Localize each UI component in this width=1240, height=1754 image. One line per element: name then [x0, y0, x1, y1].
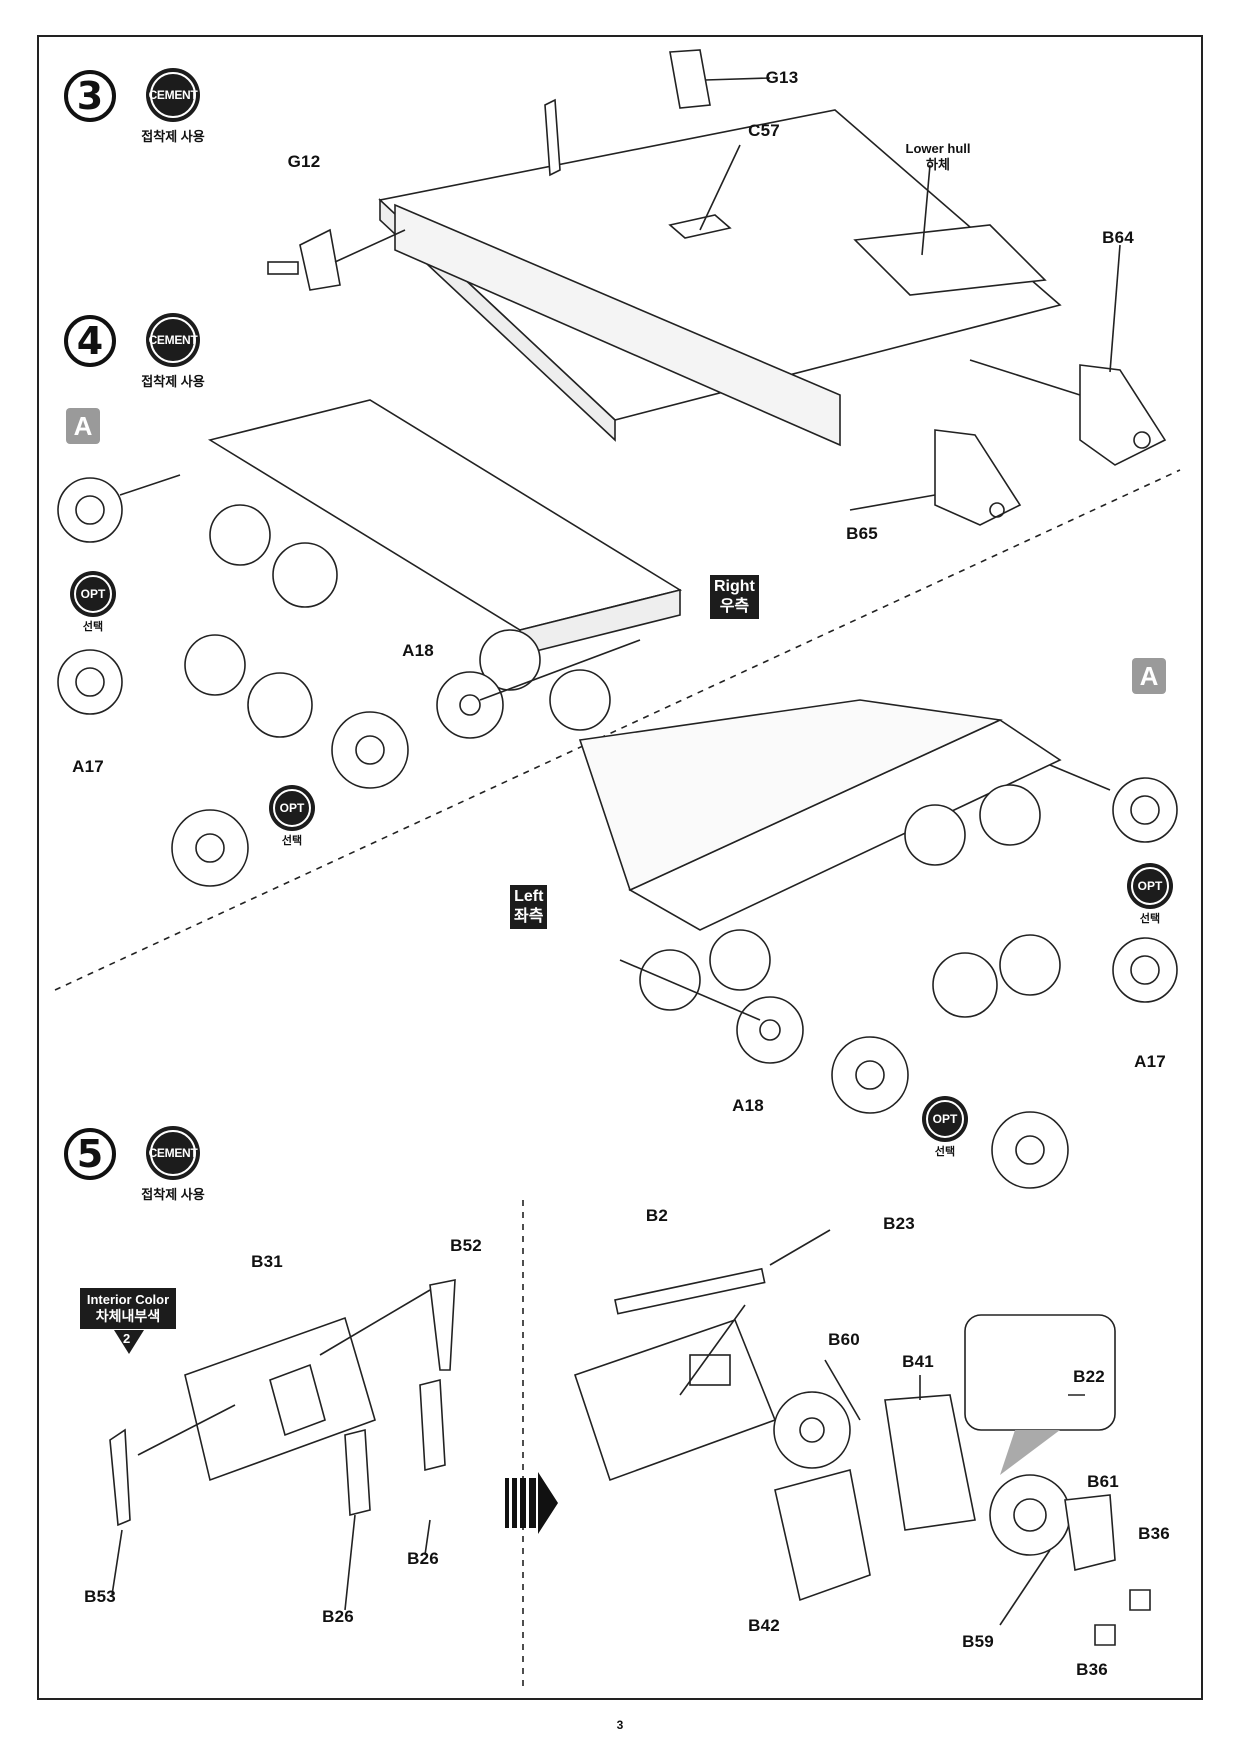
part-label-b59: B59 [962, 1632, 994, 1651]
part-label-g12: G12 [287, 152, 321, 171]
interior-color-number: 2 [123, 1331, 131, 1346]
part-label-c57: C57 [748, 121, 780, 140]
lower-hull-label: Lower hull 하체 [906, 141, 971, 173]
part-label-b36-b: B36 [1076, 1660, 1108, 1679]
opt-label-3: 선택 [1139, 913, 1161, 925]
part-label-b36-a: B36 [1138, 1524, 1170, 1543]
part-label-b26-a: B26 [407, 1549, 439, 1568]
right-side-ko: 우측 [719, 598, 750, 615]
part-label-b31: B31 [251, 1252, 283, 1271]
part-label-a17-top: A17 [72, 757, 104, 776]
part-label-a18-bottom: A18 [732, 1096, 764, 1115]
lower-hull-en: Lower hull [905, 141, 971, 156]
page-number: 3 [616, 1718, 624, 1732]
right-side-label: Right 우측 [710, 575, 759, 619]
interior-color-note: Interior Color 차체내부색 [80, 1288, 176, 1329]
part-label-b22: B22 [1073, 1367, 1105, 1386]
left-side-en: Left [514, 888, 544, 905]
page-frame [37, 35, 1203, 1700]
part-label-b61: B61 [1087, 1472, 1119, 1491]
step-4-badge: 4 [64, 315, 116, 367]
panel-assembly-drawing [109, 1279, 456, 1611]
opt-label-2: 선택 [281, 835, 303, 847]
interior-color-number-marker [114, 1330, 144, 1354]
lower-hull-drawing [267, 49, 1167, 526]
cement-4-icon: CEMENT [146, 313, 200, 367]
cement-3-label: 접착제 사용 [141, 129, 205, 144]
step-3-badge: 3 [64, 70, 116, 122]
cement-5-icon: CEMENT [146, 1126, 200, 1180]
part-label-b42: B42 [748, 1616, 780, 1635]
right-chassis-drawing [57, 399, 683, 887]
left-chassis-drawing [578, 699, 1178, 1189]
opt-label-4: 선택 [934, 1146, 956, 1158]
cement-5-label: 접착제 사용 [141, 1187, 205, 1202]
part-label-b65: B65 [846, 524, 878, 543]
part-label-b26-b: B26 [322, 1607, 354, 1626]
marker-a-left: A [66, 408, 100, 444]
left-side-ko: 좌측 [514, 908, 544, 925]
cement-4-label: 접착제 사용 [141, 374, 205, 389]
right-side-en: Right [714, 578, 755, 595]
next-arrow [505, 1472, 558, 1534]
part-label-b23: B23 [883, 1214, 915, 1233]
part-label-g13: G13 [765, 68, 799, 87]
opt-badge-4: OPT [922, 1096, 968, 1142]
opt-label-1: 선택 [82, 621, 104, 633]
opt-badge-3: OPT [1127, 863, 1173, 909]
drive-assembly-drawing [573, 1229, 1151, 1646]
part-label-a17-right: A17 [1134, 1052, 1166, 1071]
part-label-b53: B53 [84, 1587, 116, 1606]
step-5-badge: 5 [64, 1128, 116, 1180]
opt-badge-1: OPT [70, 571, 116, 617]
part-label-b2: B2 [645, 1206, 669, 1225]
part-label-b41: B41 [902, 1352, 934, 1371]
interior-color-en: Interior Color [86, 1292, 170, 1307]
part-label-b52: B52 [450, 1236, 482, 1255]
part-label-b60: B60 [828, 1330, 860, 1349]
lower-hull-ko: 하체 [926, 157, 950, 172]
cement-3-icon: CEMENT [146, 68, 200, 122]
left-side-label: Left 좌측 [510, 885, 548, 929]
interior-color-ko: 차체내부색 [95, 1308, 161, 1324]
opt-badge-2: OPT [269, 785, 315, 831]
part-label-a18-top: A18 [402, 641, 434, 660]
marker-a-right: A [1132, 658, 1166, 694]
part-label-b64: B64 [1102, 228, 1134, 247]
